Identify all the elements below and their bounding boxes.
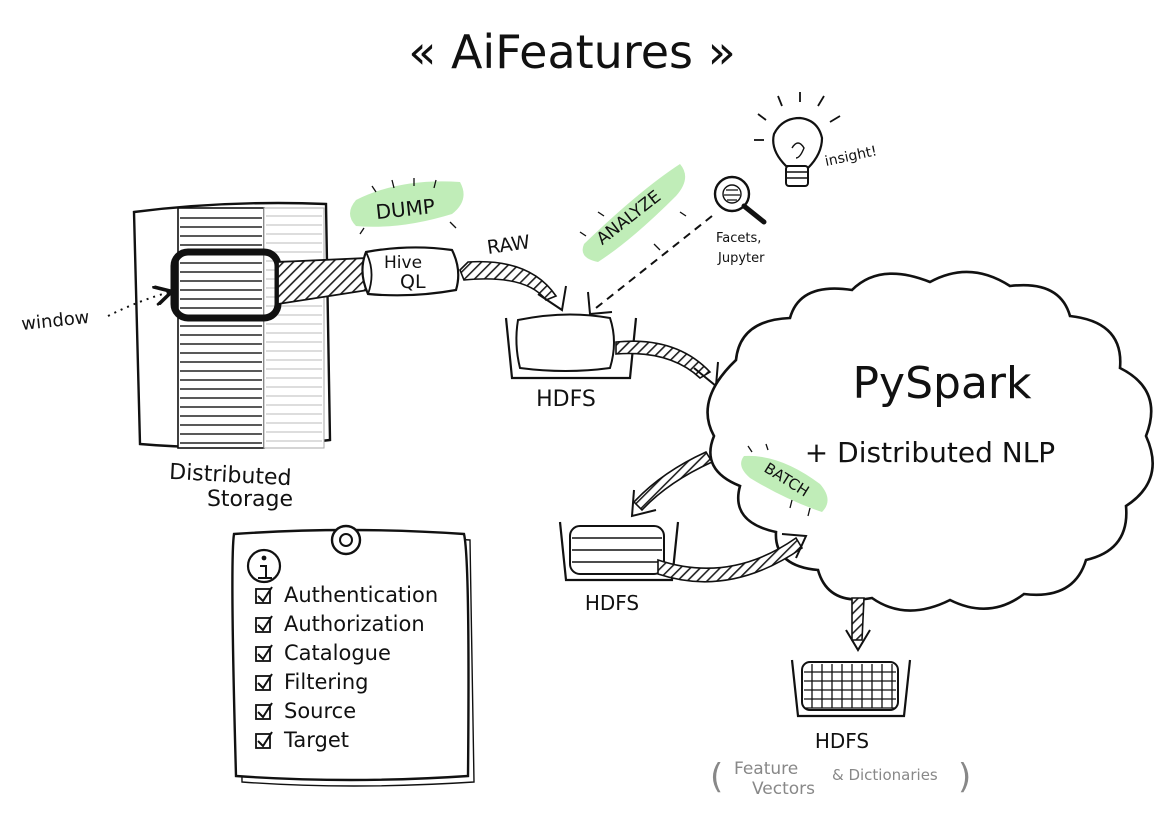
checkbox-icon bbox=[255, 617, 271, 633]
checklist-item: Filtering bbox=[255, 670, 368, 694]
svg-text:HDFS: HDFS bbox=[536, 387, 596, 412]
hdfs-mid-bin: HDFS bbox=[558, 521, 680, 615]
checklist-item: Source bbox=[255, 699, 356, 723]
pyspark-to-hdfs-mid-arrow bbox=[632, 450, 714, 512]
checkbox-icon bbox=[255, 646, 271, 662]
svg-text:& Dictionaries: & Dictionaries bbox=[832, 766, 938, 784]
checklist-item: Authorization bbox=[255, 612, 425, 636]
dump-badge: DUMP bbox=[350, 178, 464, 235]
checkbox-icon bbox=[255, 704, 271, 720]
checkbox-icon bbox=[255, 733, 271, 749]
facets-label-line2: Jupyter bbox=[717, 251, 765, 266]
raw-label: RAW bbox=[486, 231, 532, 259]
lightbulb-icon bbox=[754, 92, 841, 187]
svg-text:Feature: Feature bbox=[734, 759, 798, 779]
outputs-caption: ( Feature Vectors & Dictionaries ) bbox=[710, 757, 971, 799]
distributed-storage: Distributed Storage bbox=[132, 201, 332, 512]
checkbox-icon bbox=[255, 588, 271, 604]
raw-arrow bbox=[459, 260, 558, 301]
pyspark-to-hdfs-bottom-arrow bbox=[851, 597, 865, 641]
checklist-item-label: Authentication bbox=[284, 583, 438, 607]
svg-text:HDFS: HDFS bbox=[815, 729, 869, 753]
checkbox-icon bbox=[255, 675, 271, 691]
checklist-item-label: Filtering bbox=[284, 670, 368, 694]
checklist-item: Authentication bbox=[255, 583, 438, 607]
svg-text:QL: QL bbox=[400, 271, 426, 293]
pyspark-subtitle: + Distributed NLP bbox=[805, 436, 1055, 469]
hdfs-to-pyspark-arrow bbox=[615, 340, 712, 379]
svg-text:HDFS: HDFS bbox=[585, 591, 639, 615]
window-label: window bbox=[20, 307, 90, 335]
hdfs-bottom-bin: HDFS bbox=[790, 659, 912, 753]
svg-text:Hive: Hive bbox=[384, 253, 422, 273]
analyze-dashed-arrow bbox=[595, 215, 713, 309]
feature-checklist-note: AuthenticationAuthorizationCatalogueFilt… bbox=[231, 524, 475, 787]
checklist-item: Catalogue bbox=[255, 641, 391, 665]
analyze-badge: ANALYZE bbox=[579, 164, 687, 262]
svg-text:Vectors: Vectors bbox=[752, 779, 815, 799]
magnifier-icon bbox=[713, 175, 767, 225]
dump-pipe bbox=[277, 257, 369, 306]
storage-label-line2: Storage bbox=[207, 487, 293, 512]
info-icon bbox=[246, 548, 282, 584]
svg-text:ANALYZE: ANALYZE bbox=[593, 187, 665, 250]
hiveql-connector: Hive QL bbox=[361, 246, 460, 297]
checklist-item-label: Source bbox=[284, 699, 356, 723]
pin-icon bbox=[330, 524, 362, 556]
checklist-item-label: Catalogue bbox=[284, 641, 391, 665]
svg-text:(: ( bbox=[710, 757, 723, 797]
svg-text:): ) bbox=[958, 757, 971, 797]
insight-label: insight! bbox=[824, 143, 879, 170]
hdfs-mid-to-pyspark-arrow bbox=[657, 536, 804, 583]
pyspark-title: PySpark bbox=[853, 358, 1032, 409]
page-title: « AiFeatures » bbox=[408, 25, 736, 79]
pyspark-cloud: PySpark + Distributed NLP bbox=[706, 270, 1154, 612]
hdfs-top-bin: HDFS bbox=[504, 313, 638, 412]
checklist-item-label: Authorization bbox=[284, 612, 425, 636]
checklist-item-label: Target bbox=[283, 728, 349, 752]
facets-label-line1: Facets, bbox=[716, 231, 761, 246]
checklist-item: Target bbox=[255, 728, 349, 752]
